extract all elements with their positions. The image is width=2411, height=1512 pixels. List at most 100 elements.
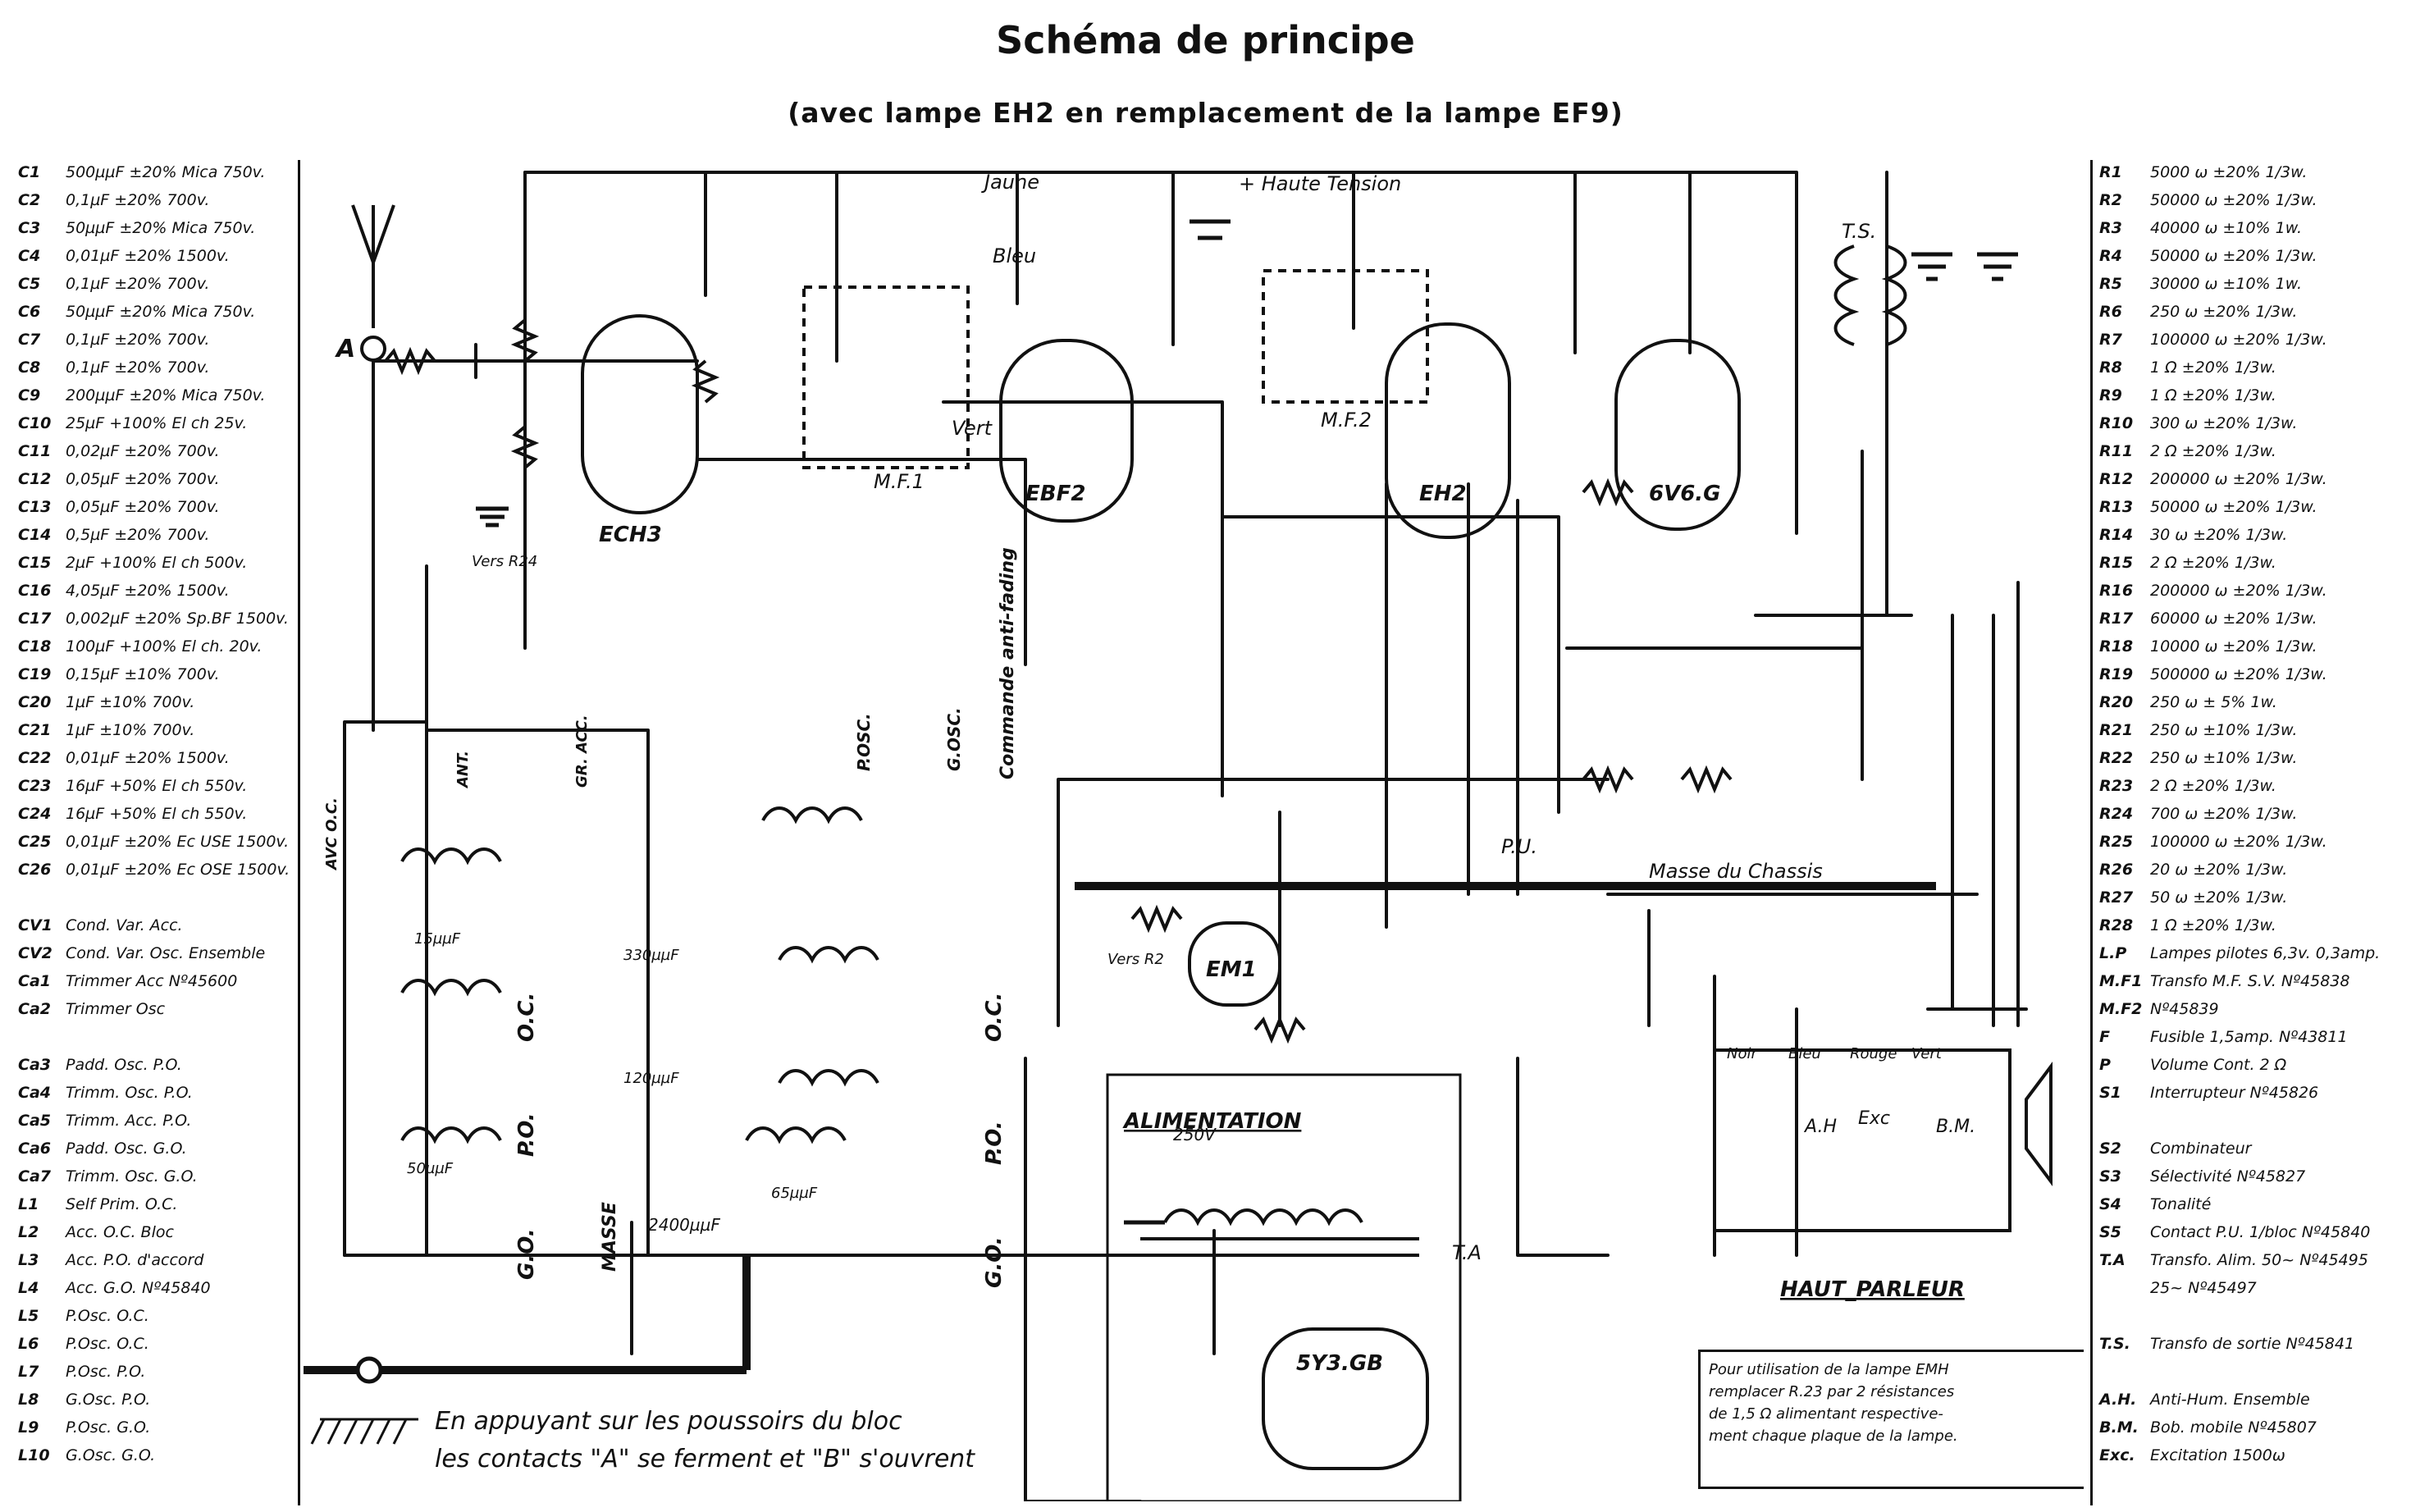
legend-ref: C14 bbox=[18, 526, 52, 544]
label-250v: 250V bbox=[1173, 1125, 1217, 1144]
coil-l10 bbox=[745, 1126, 847, 1144]
label-exc: Exc bbox=[1858, 1108, 1890, 1129]
legend-ref: M.F1 bbox=[2099, 972, 2143, 990]
legend-desc: Transfo. Alim. 50~ Nº45495 bbox=[2150, 1251, 2368, 1269]
label-posc: P.OSC. bbox=[854, 713, 874, 771]
legend-ref: R5 bbox=[2099, 275, 2122, 293]
legend-ref: T.A bbox=[2099, 1251, 2126, 1269]
earth-hatch bbox=[310, 1418, 418, 1445]
legend-ref: CV2 bbox=[18, 944, 53, 962]
legend-desc: Anti-Hum. Ensemble bbox=[2150, 1391, 2310, 1409]
ground-terminal bbox=[355, 1356, 383, 1384]
legend-ref: R14 bbox=[2099, 526, 2134, 544]
legend-desc: G.Osc. P.O. bbox=[66, 1391, 151, 1409]
legend-ref: C13 bbox=[18, 498, 52, 516]
legend-ref: L1 bbox=[18, 1195, 39, 1213]
wire bbox=[1951, 581, 2020, 1027]
legend-ref: Ca6 bbox=[18, 1140, 51, 1158]
resistor-r24 bbox=[1130, 904, 1183, 934]
speaker-icon bbox=[2025, 1062, 2053, 1186]
wire bbox=[458, 343, 494, 379]
page-subtitle: (avec lampe EH2 en remplacement de la la… bbox=[788, 97, 1623, 129]
label-masse: MASSE bbox=[600, 1202, 620, 1272]
legend-ref: L3 bbox=[18, 1251, 39, 1269]
label-mf2: M.F.2 bbox=[1321, 409, 1372, 432]
legend-ref: C7 bbox=[18, 331, 41, 349]
legend-desc: Cond. Var. Acc. bbox=[66, 916, 183, 934]
legend-ref: R22 bbox=[2099, 749, 2134, 767]
legend-ref: L4 bbox=[18, 1279, 39, 1297]
antenna-icon bbox=[351, 204, 395, 362]
legend-desc: 60000 ω ±20% 1/3w. bbox=[2150, 610, 2317, 628]
legend-ref: C6 bbox=[18, 303, 41, 321]
legend-desc: 0,05µF ±20% 700v. bbox=[66, 498, 220, 516]
antenna-label: A bbox=[335, 335, 355, 363]
legend-desc: Volume Cont. 2 Ω bbox=[2150, 1056, 2287, 1074]
legend-ref: R23 bbox=[2099, 777, 2134, 795]
legend-ref: C19 bbox=[18, 665, 52, 683]
label-ah: A.H bbox=[1803, 1117, 1837, 1137]
legend-desc: 100000 ω ±20% 1/3w. bbox=[2150, 833, 2327, 851]
legend-desc: 20 ω ±20% 1/3w. bbox=[2150, 861, 2288, 879]
legend-ref: C16 bbox=[18, 582, 52, 600]
legend-desc: 2 Ω ±20% 1/3w. bbox=[2150, 777, 2276, 795]
legend-desc: 0,02µF ±20% 700v. bbox=[66, 442, 220, 460]
tube-label: EBF2 bbox=[1025, 482, 1085, 506]
legend-desc: 100µF +100% El ch. 20v. bbox=[66, 637, 263, 656]
label-oc: O.C. bbox=[514, 993, 539, 1042]
legend-desc: Lampes pilotes 6,3v. 0,3amp. bbox=[2150, 944, 2381, 962]
legend-ref: B.M. bbox=[2099, 1418, 2139, 1437]
legend-ref: CV1 bbox=[18, 916, 53, 934]
label-haute-tension: + Haute Tension bbox=[1239, 172, 1401, 195]
legend-ref: S2 bbox=[2099, 1140, 2121, 1158]
mains-transformer bbox=[1140, 1208, 1419, 1257]
legend-desc: 250 ω ±10% 1/3w. bbox=[2150, 721, 2298, 739]
wire bbox=[1516, 1057, 1610, 1257]
legend-ref: C11 bbox=[18, 442, 52, 460]
label-c330: 330µµF bbox=[623, 947, 679, 964]
legend-desc: Acc. P.O. d'accord bbox=[66, 1251, 204, 1269]
legend-desc: 50µµF ±20% Mica 750v. bbox=[66, 219, 256, 237]
legend-desc: 500000 ω ±20% 1/3w. bbox=[2150, 665, 2327, 683]
legend-desc: P.Osc. O.C. bbox=[66, 1307, 149, 1325]
tube-em1 bbox=[1188, 921, 1281, 1007]
legend-ref: R1 bbox=[2099, 163, 2122, 181]
tube-ech3 bbox=[581, 314, 699, 514]
legend-ref: C8 bbox=[18, 359, 41, 377]
label-vert: Vert bbox=[952, 417, 993, 440]
legend-desc: Self Prim. O.C. bbox=[66, 1195, 178, 1213]
legend-desc: Sélectivité Nº45827 bbox=[2150, 1167, 2306, 1185]
legend-desc: 0,01µF ±20% Ec USE 1500v. bbox=[66, 833, 290, 851]
legend-desc: 50000 ω ±20% 1/3w. bbox=[2150, 191, 2317, 209]
if-transformer-1 bbox=[802, 285, 970, 469]
legend-desc: 300 ω ±20% 1/3w. bbox=[2150, 414, 2298, 432]
legend-desc: 700 ω ±20% 1/3w. bbox=[2150, 805, 2298, 823]
legend-desc: Fusible 1,5amp. Nº43811 bbox=[2150, 1028, 2348, 1046]
legend-ref: R16 bbox=[2099, 582, 2134, 600]
label-mf1: M.F.1 bbox=[874, 470, 925, 493]
legend-ref: C15 bbox=[18, 554, 52, 572]
alimentation-frame bbox=[1106, 1073, 1462, 1501]
legend-ref: F bbox=[2099, 1028, 2110, 1046]
tube-6v6 bbox=[1614, 339, 1741, 531]
legend-desc: 1µF ±10% 700v. bbox=[66, 721, 195, 739]
wire bbox=[1352, 171, 1692, 354]
legend-desc: 250 ω ±10% 1/3w. bbox=[2150, 749, 2298, 767]
coil-l9 bbox=[778, 1069, 879, 1087]
circuit-schematic: A ECH3 EBF2 EH2 6V6.G EM1 5Y3.GB bbox=[304, 171, 2053, 1501]
legend-ref: R17 bbox=[2099, 610, 2134, 628]
label-bleu: Bleu bbox=[993, 244, 1036, 267]
legend-desc: 0,002µF ±20% Sp.BF 1500v. bbox=[66, 610, 289, 628]
legend-desc: 1µF ±10% 700v. bbox=[66, 693, 195, 711]
legend-desc: 2 Ω ±20% 1/3w. bbox=[2150, 554, 2276, 572]
legend-ref: L5 bbox=[18, 1307, 39, 1325]
legend-ref: L8 bbox=[18, 1391, 39, 1409]
tube-eh2 bbox=[1385, 322, 1511, 539]
legend-ref: C20 bbox=[18, 693, 52, 711]
wire bbox=[343, 1221, 1281, 1355]
legend-desc: 100000 ω ±20% 1/3w. bbox=[2150, 331, 2327, 349]
legend-ref: R28 bbox=[2099, 916, 2134, 934]
resistor-r23 bbox=[1253, 1015, 1306, 1044]
legend-ref: R25 bbox=[2099, 833, 2134, 851]
